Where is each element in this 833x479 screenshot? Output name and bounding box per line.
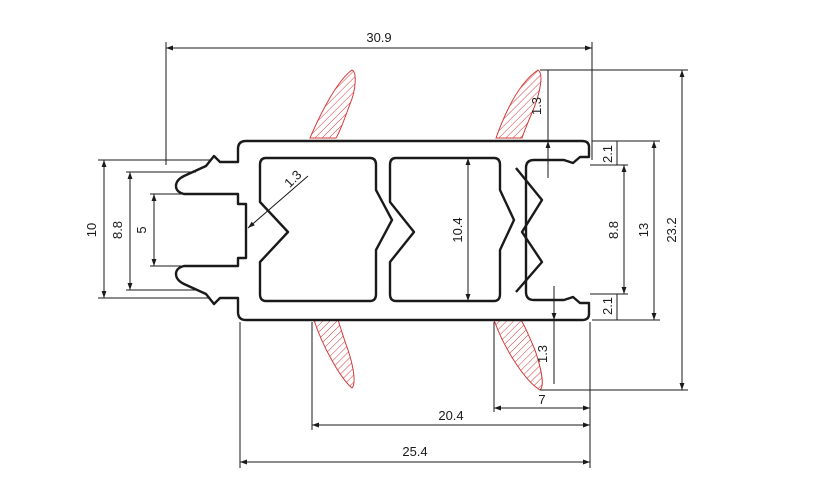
dim-bottom-step: 2.1: [600, 297, 615, 315]
dim-right-mid: 13: [636, 223, 651, 237]
dim-top-width: 30.9: [366, 30, 391, 45]
seal-lips: [309, 69, 543, 391]
dim-top-step: 2.1: [600, 145, 615, 163]
seal-lip-bottom-right: [493, 319, 543, 391]
cell-middle: [388, 156, 516, 303]
dim-bottom-width: 25.4: [402, 444, 427, 459]
right-chevron-wall: [515, 167, 544, 293]
dim-slot-outer: 10: [84, 223, 99, 237]
cell-left: [258, 156, 394, 303]
dim-seal-thickness-top: 1.3: [529, 97, 544, 115]
dimension-lines: [98, 42, 688, 468]
dim-chevron-wall: 1.3: [281, 167, 304, 190]
dim-overall-height: 23.2: [664, 217, 679, 242]
profile-outline: [174, 139, 591, 322]
dimension-labels: 30.9 1.3 2.1 8.8 13 23.2 2.1 1.3 10.4 1.…: [84, 30, 679, 459]
seal-lip-bottom-left: [313, 319, 355, 389]
seal-lip-top-left: [309, 69, 356, 139]
dim-seal-span: 20.4: [438, 408, 463, 423]
seal-lip-top-right: [495, 69, 542, 139]
dim-slot-inner: 5: [134, 226, 149, 233]
dim-seal-thickness-bottom: 1.3: [535, 345, 550, 363]
outer-contour: [174, 139, 591, 322]
dim-cell-height: 10.4: [450, 217, 465, 242]
dim-seal-offset: 7: [538, 392, 545, 407]
dim-slot-mid: 8.8: [110, 221, 125, 239]
dim-right-inner: 8.8: [606, 221, 621, 239]
